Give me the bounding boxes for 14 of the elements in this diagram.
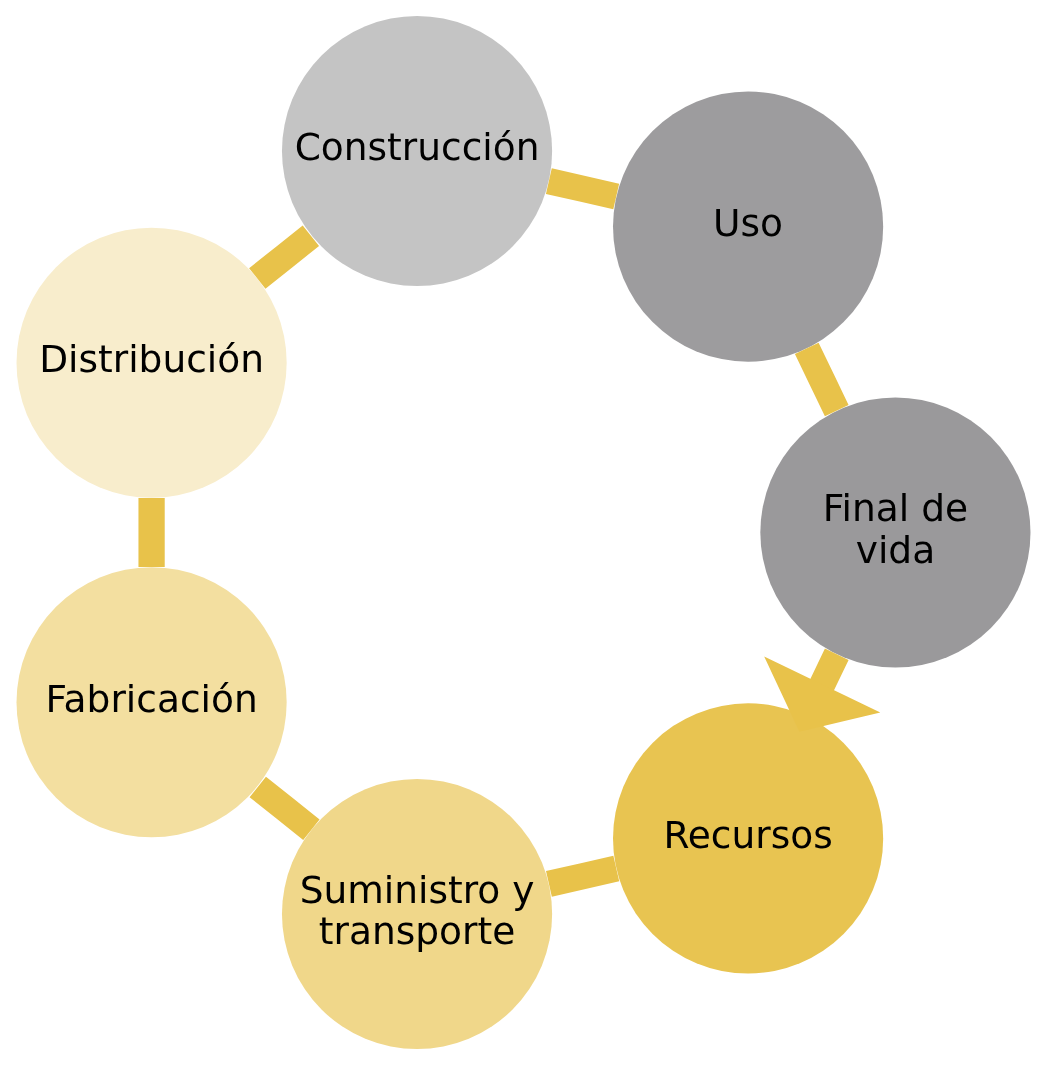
node-circle: Construcción [281,15,552,287]
connector [137,498,165,568]
connector [794,342,849,417]
node-circle: Uso [612,91,883,362]
connector [545,855,619,897]
connector [545,168,619,210]
node-circle: Distribución [16,227,287,498]
connector [248,225,319,289]
node-circle: Fabricación [16,567,287,838]
node-circle: Recursos [612,703,883,974]
connector [249,776,320,840]
node-circle: Suministro y transporte [281,778,552,1050]
node-circle: Final de vida [759,397,1030,668]
arrow [763,648,880,732]
